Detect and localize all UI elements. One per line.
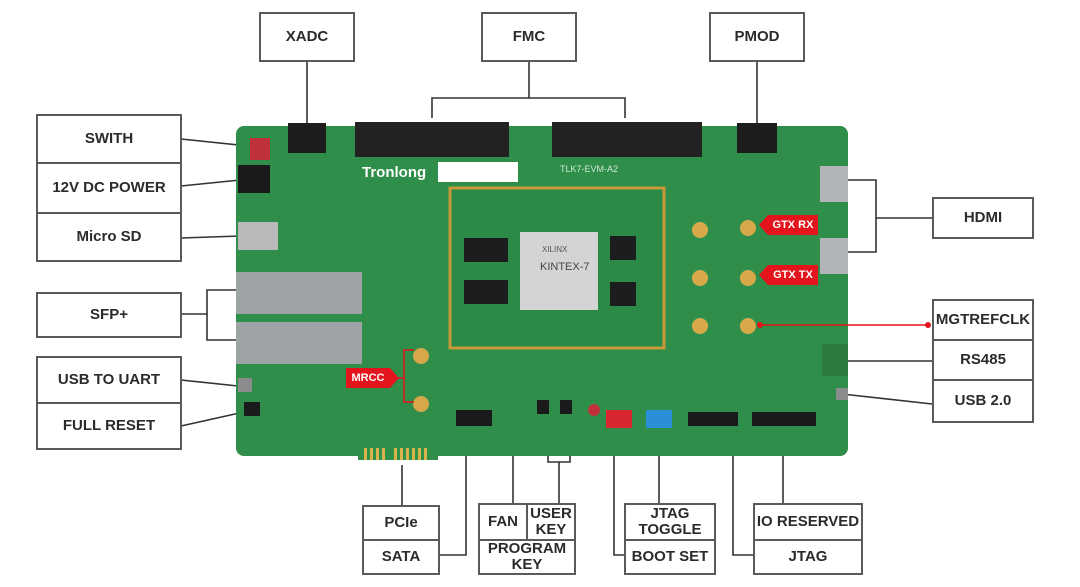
label-pcie: PCIe <box>362 505 440 541</box>
label-boot-set: BOOT SET <box>624 539 716 575</box>
label-mgtrefclk: MGTREFCLK <box>932 299 1034 341</box>
label-hdmi: HDMI <box>932 197 1034 239</box>
label-pmod: PMOD <box>709 12 805 62</box>
label-12v-dc-power: 12V DC POWER <box>36 162 182 214</box>
label-io-reserved: IO RESERVED <box>753 503 863 541</box>
tag-gtx-tx: GTX TX <box>759 265 818 285</box>
label-switch: SWITH <box>36 114 182 164</box>
label-user-key: USER KEY <box>526 503 576 541</box>
label-rs485: RS485 <box>932 339 1034 381</box>
label-sata: SATA <box>362 539 440 575</box>
label-program-key: PROGRAM KEY <box>478 539 576 575</box>
tag-gtx-rx: GTX RX <box>759 215 818 235</box>
label-jtag: JTAG <box>753 539 863 575</box>
label-usb-to-uart: USB TO UART <box>36 356 182 404</box>
board-brand: Tronlong <box>362 164 426 181</box>
label-jtag-toggle: JTAG TOGGLE <box>624 503 716 541</box>
chip-brand: XILINX <box>542 245 568 254</box>
tag-mrcc: MRCC <box>346 368 399 388</box>
pcb-board <box>236 122 848 460</box>
chip-name: KINTEX-7 <box>540 261 590 273</box>
label-sfp-plus: SFP+ <box>36 292 182 338</box>
mrcc-pointer <box>394 349 414 403</box>
label-fmc: FMC <box>481 12 577 62</box>
mgtrefclk-pointer <box>757 322 931 328</box>
label-fan: FAN <box>478 503 528 541</box>
label-micro-sd: Micro SD <box>36 212 182 262</box>
label-full-reset: FULL RESET <box>36 402 182 450</box>
label-xadc: XADC <box>259 12 355 62</box>
label-usb-2-0: USB 2.0 <box>932 379 1034 423</box>
board-model: TLK7-EVM-A2 <box>560 164 618 174</box>
